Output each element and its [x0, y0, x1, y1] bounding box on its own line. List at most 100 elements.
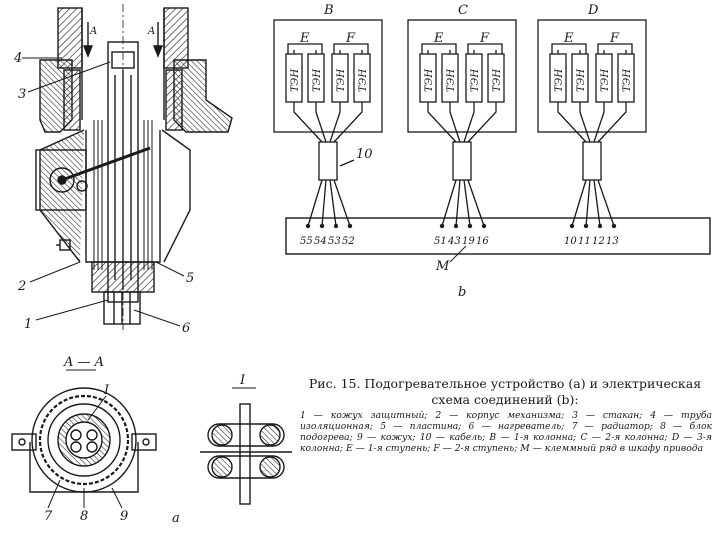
label-5: 5 — [186, 271, 194, 286]
flow-mark-left: A — [89, 26, 97, 37]
terminal-label-d-1: 11 — [578, 236, 591, 247]
heater-label-b-2: ТЭН — [336, 69, 347, 92]
wire-bottom-d-0 — [571, 179, 587, 227]
column-box-d — [537, 19, 647, 133]
heater-label-c-0: ТЭН — [424, 69, 435, 92]
stage-bracket-d-1 — [597, 43, 633, 54]
terminal-dot-c-3 — [481, 223, 487, 229]
heater-label-b-3: ТЭН — [358, 69, 369, 92]
terminal-dot-d-3 — [611, 223, 617, 229]
wire-top-c-2 — [463, 102, 475, 143]
terminal-dot-b-2 — [333, 223, 339, 229]
wire-top-d-3 — [597, 102, 627, 143]
terminal-label-c-2: 19 — [462, 236, 475, 247]
terminal-label-c-0: 51 — [434, 236, 447, 247]
wire-top-b-0 — [293, 102, 323, 143]
terminal-row-m — [285, 217, 711, 255]
stage-bracket-c-0 — [421, 43, 457, 54]
flow-mark-right: A — [147, 26, 155, 37]
wire-top-d-0 — [557, 102, 587, 143]
column-name-b: B — [323, 3, 334, 18]
heater-device-drawing — [22, 4, 233, 330]
wire-bottom-d-1 — [585, 179, 591, 227]
stage-label-b-0: E — [299, 31, 310, 46]
heater-label-d-3: ТЭН — [622, 69, 633, 92]
wire-bottom-c-0 — [441, 179, 457, 227]
terminal-dot-b-3 — [347, 223, 353, 229]
stage-bracket-d-0 — [551, 43, 587, 54]
wire-bottom-b-2 — [329, 179, 337, 227]
heater-label-d-0: ТЭН — [554, 69, 565, 92]
terminal-label-c-1: 43 — [447, 236, 461, 247]
terminal-dot-d-2 — [597, 223, 603, 229]
mechanism-housing-2 — [35, 149, 87, 211]
insulating-tube-right — [163, 7, 189, 69]
drawing-a-labels: 4 3 2 1 5 6 A A — [13, 26, 194, 336]
terminal-dot-c-2 — [467, 223, 473, 229]
detail-i — [200, 387, 292, 505]
figure-legend: 1 — кожух защитный; 2 — корпус механизма… — [300, 410, 712, 454]
cable-d — [582, 141, 602, 181]
wire-top-d-1 — [579, 102, 591, 143]
heater-label-d-1: ТЭН — [576, 69, 587, 92]
section-a-a — [11, 369, 157, 509]
terminal-label-b-2: 53 — [328, 236, 341, 247]
terminal-dot-c-0 — [439, 223, 445, 229]
wire-bottom-b-0 — [307, 179, 323, 227]
terminal-dot-d-0 — [569, 223, 575, 229]
insulating-tube-left — [57, 7, 83, 69]
terminal-dot-c-1 — [453, 223, 459, 229]
heater-label-c-2: ТЭН — [470, 69, 481, 92]
terminal-dot-b-1 — [319, 223, 325, 229]
terminal-label-b-1: 54 — [314, 236, 327, 247]
heater-label-b-0: ТЭН — [290, 69, 301, 92]
label-7: 7 — [44, 509, 53, 524]
stage-label-d-1: F — [609, 31, 620, 46]
cable-label: 10 — [356, 147, 373, 162]
label-3: 3 — [18, 87, 26, 102]
detail-marker: I — [103, 383, 110, 398]
label-4: 4 — [13, 51, 22, 66]
wire-bottom-b-3 — [333, 179, 351, 227]
column-name-d: D — [587, 3, 599, 18]
wire-top-b-1 — [315, 102, 327, 143]
wire-bottom-d-2 — [593, 179, 601, 227]
wire-top-c-0 — [427, 102, 457, 143]
wire-top-d-2 — [593, 102, 605, 143]
heater-label-c-3: ТЭН — [492, 69, 503, 92]
stage-bracket-c-1 — [467, 43, 503, 54]
wire-bottom-c-1 — [455, 179, 461, 227]
label-6: 6 — [182, 321, 190, 336]
column-box-b — [273, 19, 383, 133]
section-a-a-labels: A — A I 7 8 9 a — [44, 355, 180, 526]
label-1: 1 — [24, 317, 32, 332]
wire-top-c-1 — [449, 102, 461, 143]
terminal-label-d-3: 13 — [606, 236, 619, 247]
heater-label-c-1: ТЭН — [446, 69, 457, 92]
panel-letter-a: a — [172, 511, 180, 526]
figure-caption: Рис. 15. Подогревательное устройство (a)… — [308, 376, 702, 407]
cable-c — [452, 141, 472, 181]
terminal-label-c-3: 16 — [476, 236, 489, 247]
detail-title: I — [239, 373, 246, 388]
label-9: 9 — [120, 509, 128, 524]
terminal-dot-d-1 — [583, 223, 589, 229]
label-8: 8 — [80, 509, 88, 524]
wire-top-b-3 — [333, 102, 363, 143]
panel-letter-b: b — [458, 285, 466, 300]
label-2: 2 — [17, 279, 26, 294]
heater-label-d-2: ТЭН — [600, 69, 611, 92]
stage-label-c-0: E — [433, 31, 444, 46]
section-title: A — A — [63, 355, 104, 370]
cable-label-leader — [339, 159, 355, 167]
terminal-label-d-0: 10 — [564, 236, 577, 247]
cable-b — [318, 141, 338, 181]
terminal-dot-b-0 — [305, 223, 311, 229]
wire-bottom-c-2 — [463, 179, 471, 227]
wire-bottom-c-3 — [467, 179, 485, 227]
stage-label-b-1: F — [345, 31, 356, 46]
stage-bracket-b-1 — [333, 43, 369, 54]
